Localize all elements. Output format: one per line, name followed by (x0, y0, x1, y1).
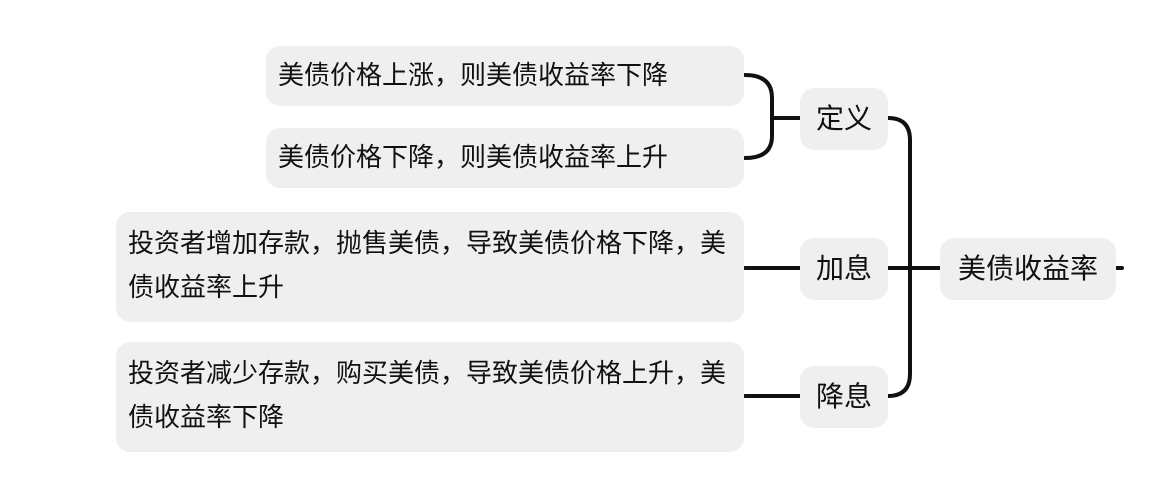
leaf-node-dingyi-1[interactable]: 美债价格上涨，则美债收益率下降 (266, 46, 744, 106)
branch-label: 降息 (815, 380, 872, 413)
leaf-node-jiangxi[interactable]: 投资者减少存款，购买美债，导致美债价格上升，美债收益率下降 (116, 342, 744, 452)
root-node[interactable]: 美债收益率 (940, 238, 1116, 300)
branch-node-jiangxi[interactable]: 降息 (800, 366, 888, 428)
connector-trunk (886, 116, 912, 398)
leaf-text: 美债价格上涨，则美债收益率下降 (278, 61, 669, 91)
branch-node-jiaxi[interactable]: 加息 (800, 238, 888, 300)
branch-label: 加息 (815, 252, 872, 285)
branch-node-dingyi[interactable]: 定义 (800, 88, 888, 150)
leaf-text: 美债价格下降，则美债收益率上升 (278, 143, 669, 173)
leaf-text: 投资者增加存款，抛售美债，导致美债价格下降，美债收益率上升 (128, 229, 727, 303)
leaf-node-jiaxi[interactable]: 投资者增加存款，抛售美债，导致美债价格下降，美债收益率上升 (116, 212, 744, 322)
leaf-text: 投资者减少存款，购买美债，导致美债价格上升，美债收益率下降 (128, 359, 727, 433)
connector-dingyi-bracket (743, 73, 774, 160)
branch-label: 定义 (815, 102, 872, 135)
root-label: 美债收益率 (957, 252, 1098, 285)
leaf-node-dingyi-2[interactable]: 美债价格下降，则美债收益率上升 (266, 128, 744, 188)
